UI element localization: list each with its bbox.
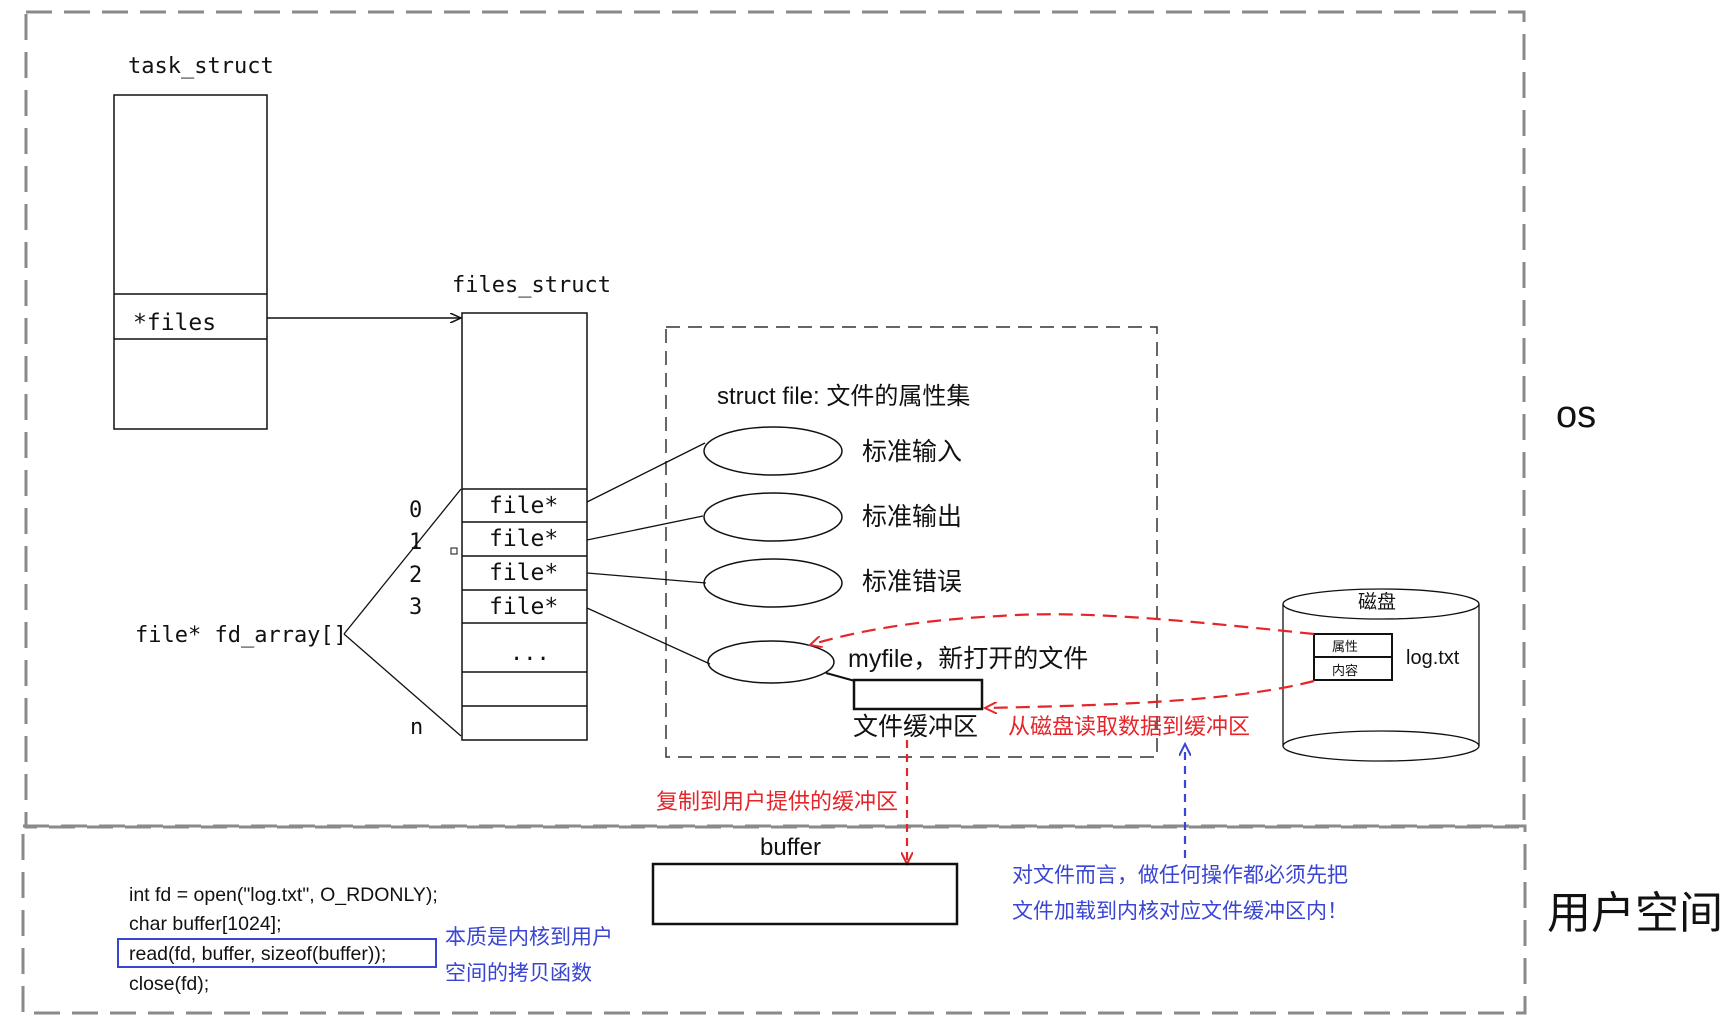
stderr-file-object: [703, 558, 843, 608]
files-struct-box: [461, 312, 588, 741]
small-marker: [450, 547, 458, 555]
disk-file-record: [1313, 633, 1393, 681]
os-label: os: [1556, 394, 1596, 436]
disk-cylinder: [1282, 588, 1480, 762]
fd-index-2: 2: [409, 563, 422, 588]
read-call-highlight: [117, 938, 437, 968]
copy-func-annotation-line-2: 空间的拷贝函数: [445, 962, 592, 985]
fd-index-0: 0: [409, 498, 422, 523]
disk-file-name: log.txt: [1406, 647, 1460, 669]
user-buffer-label: buffer: [760, 834, 821, 861]
code-line-read: read(fd, buffer, sizeof(buffer));: [129, 943, 386, 965]
disk-attr-to-myfile-arrow: [810, 613, 1315, 645]
must-load-annotation-line-2: 文件加载到内核对应文件缓冲区内！: [1012, 900, 1348, 923]
user-buffer-box: [651, 862, 959, 926]
myfile-buffer-link: [825, 672, 856, 682]
copy-func-annotation-line-1: 本质是内核到用户: [445, 926, 613, 949]
fd-slot-0: file*: [489, 493, 558, 519]
fd-array-brace: [343, 488, 462, 737]
disk-content-label: 内容: [1332, 663, 1358, 678]
fd-index-n: n: [410, 715, 423, 740]
os-region: [24, 10, 1526, 829]
task-struct-box: [113, 94, 268, 430]
files-pointer-field: *files: [133, 310, 216, 336]
fd-slot-1: file*: [489, 526, 558, 552]
files-struct-title: files_struct: [452, 273, 611, 298]
copy-to-user-annotation: 复制到用户提供的缓冲区: [656, 789, 898, 814]
code-line-open: int fd = open("log.txt", O_RDONLY);: [129, 884, 438, 906]
read-from-disk-annotation: 从磁盘读取数据到缓冲区: [1008, 714, 1250, 739]
stdout-label: 标准输出: [862, 503, 962, 531]
struct-file-title: struct file: 文件的属性集: [717, 383, 970, 410]
myfile-file-object: [707, 640, 835, 684]
user-space-region: [21, 824, 1527, 1015]
stdin-file-object: [703, 426, 843, 476]
code-line-close: close(fd);: [129, 973, 209, 995]
kernel-file-buffer-label: 文件缓冲区: [853, 713, 978, 741]
fd-slot-3: file*: [489, 594, 558, 620]
code-line-buffer: char buffer[1024];: [129, 913, 282, 935]
fd-slot-2: file*: [489, 560, 558, 586]
task-struct-title: task_struct: [128, 54, 274, 79]
fd-pointer-lines: [586, 442, 711, 665]
must-load-annotation-line-1: 对文件而言，做任何操作都必须先把: [1012, 864, 1348, 887]
fd-array-label: file* fd_array[]: [135, 623, 347, 648]
stdin-label: 标准输入: [862, 438, 962, 466]
stderr-label: 标准错误: [862, 568, 962, 596]
disk-attr-label: 属性: [1332, 639, 1358, 654]
user-space-label: 用户空间: [1547, 889, 1723, 938]
disk-content-to-buffer-arrow: [985, 679, 1315, 708]
stdout-file-object: [703, 492, 843, 542]
disk-title: 磁盘: [1358, 591, 1396, 613]
fd-index-3: 3: [409, 595, 422, 620]
myfile-label: myfile，新打开的文件: [848, 645, 1088, 673]
fd-slot-ellipsis: ...: [510, 641, 550, 666]
struct-file-region: [665, 326, 1158, 758]
kernel-file-buffer: [852, 678, 984, 711]
